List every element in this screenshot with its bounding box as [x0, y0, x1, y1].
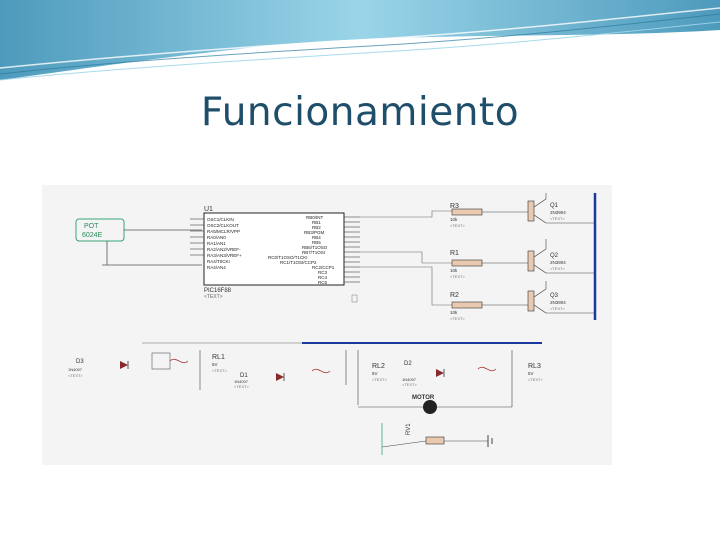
svg-text:OSC1/CLKIN: OSC1/CLKIN [207, 217, 234, 222]
svg-text:MOTOR: MOTOR [412, 395, 435, 401]
svg-text:RB3/PGM: RB3/PGM [304, 230, 325, 235]
svg-text:RC1/T1OSI/CCP2: RC1/T1OSI/CCP2 [280, 260, 317, 265]
svg-text:Q2: Q2 [550, 253, 559, 259]
svg-text:RB2: RB2 [312, 225, 321, 230]
svg-text:D3: D3 [76, 359, 84, 365]
svg-text:<TEXT>: <TEXT> [550, 306, 566, 311]
relay-rl3: RL3 5V <TEXT> [528, 363, 544, 382]
svg-text:<TEXT>: <TEXT> [234, 384, 250, 389]
svg-text:<TEXT>: <TEXT> [450, 274, 466, 279]
svg-text:1N4007: 1N4007 [402, 377, 417, 382]
diode-d3: D3 1N4007 <TEXT> [68, 359, 129, 378]
svg-text:Q3: Q3 [550, 293, 559, 299]
svg-text:RA0/AN0: RA0/AN0 [207, 235, 226, 240]
svg-text:2N3904: 2N3904 [550, 300, 566, 305]
svg-text:D1: D1 [240, 373, 248, 379]
diode-d1: D1 1N4007 <TEXT> [234, 373, 285, 389]
diode-d2: D2 1N4007 <TEXT> [402, 361, 445, 387]
svg-text:R2: R2 [450, 292, 459, 299]
svg-text:PIC16F88: PIC16F88 [204, 288, 232, 294]
svg-text:RB4: RB4 [312, 235, 321, 240]
svg-text:RV1: RV1 [406, 423, 412, 435]
svg-text:U1: U1 [204, 206, 213, 213]
svg-text:<TEXT>: <TEXT> [372, 377, 388, 382]
svg-text:<TEXT>: <TEXT> [68, 373, 84, 378]
svg-text:10k: 10k [450, 217, 458, 222]
svg-text:1N4007: 1N4007 [234, 379, 249, 384]
svg-text:OSC2/CLKOUT: OSC2/CLKOUT [207, 223, 239, 228]
svg-text:RC0/T1OSO/T1CKI: RC0/T1OSO/T1CKI [268, 255, 308, 260]
svg-text:1N4007: 1N4007 [68, 367, 83, 372]
svg-text:R1: R1 [450, 250, 459, 257]
svg-text:RB1: RB1 [312, 220, 321, 225]
svg-text:<TEXT>: <TEXT> [402, 382, 418, 387]
svg-text:<TEXT>: <TEXT> [528, 377, 544, 382]
svg-text:RA3/AN3/VREF+: RA3/AN3/VREF+ [207, 253, 242, 258]
variable-resistor-rv1: RV1 [381, 423, 493, 448]
svg-text:5V: 5V [212, 362, 218, 367]
svg-text:RL2: RL2 [372, 363, 385, 370]
svg-text:RA4/T0CKI: RA4/T0CKI [207, 259, 230, 264]
svg-text:RL3: RL3 [528, 363, 541, 370]
transistor-q1: Q1 2N3904 <TEXT> [527, 198, 566, 224]
svg-text:RC5: RC5 [318, 280, 327, 285]
svg-text:10k: 10k [450, 268, 458, 273]
svg-text:2N3904: 2N3904 [550, 210, 566, 215]
svg-text:RA2/AN2/VREF-: RA2/AN2/VREF- [207, 247, 241, 252]
header-wave-band [0, 0, 720, 81]
svg-text:6024E: 6024E [82, 232, 103, 239]
svg-text:2N3904: 2N3904 [550, 260, 566, 265]
svg-text:<TEXT>: <TEXT> [450, 316, 466, 321]
svg-text:5V: 5V [528, 371, 534, 376]
transistor-q3: Q3 2N3904 <TEXT> [527, 288, 566, 314]
svg-text:RC4: RC4 [318, 275, 327, 280]
svg-text:5V: 5V [372, 371, 378, 376]
relay-rl1: RL1 5V <TEXT> [199, 350, 228, 390]
svg-text:RB0/INT: RB0/INT [306, 215, 324, 220]
motor: MOTOR [358, 385, 513, 414]
svg-text:POT: POT [84, 223, 99, 230]
svg-text:<TEXT>: <TEXT> [550, 266, 566, 271]
svg-text:<TEXT>: <TEXT> [204, 294, 223, 300]
svg-text:RC2/CCP1: RC2/CCP1 [312, 265, 335, 270]
svg-text:<TEXT>: <TEXT> [550, 216, 566, 221]
svg-text:RA1/AN1: RA1/AN1 [207, 241, 226, 246]
svg-text:Q1: Q1 [550, 203, 559, 209]
svg-text:RB5: RB5 [312, 240, 321, 245]
microcontroller-u1: U1 OSC1/CLKIN OSC2/CLKOUT RA5/MCLR/VPP R… [203, 206, 345, 300]
svg-text:RL1: RL1 [212, 354, 225, 361]
svg-text:RB7/T1OSI: RB7/T1OSI [302, 250, 325, 255]
transistor-q2: Q2 2N3904 <TEXT> [527, 248, 566, 274]
svg-text:D2: D2 [404, 361, 412, 367]
svg-text:RA5/MCLR/VPP: RA5/MCLR/VPP [207, 229, 240, 234]
svg-text:10k: 10k [450, 310, 458, 315]
svg-text:<TEXT>: <TEXT> [212, 368, 228, 373]
circuit-schematic: POT 6024E U1 OSC1/CLKIN OSC2/CLKOUT RA5/… [42, 185, 612, 465]
slide-title: Funcionamiento [200, 90, 520, 135]
svg-text:RB6/T1OSO: RB6/T1OSO [302, 245, 328, 250]
svg-text:RA4/AN4: RA4/AN4 [207, 265, 226, 270]
svg-text:<TEXT>: <TEXT> [450, 223, 466, 228]
svg-text:R3: R3 [450, 203, 459, 210]
relay-rl2: RL2 5V <TEXT> [372, 363, 388, 382]
svg-text:RC3: RC3 [318, 270, 327, 275]
